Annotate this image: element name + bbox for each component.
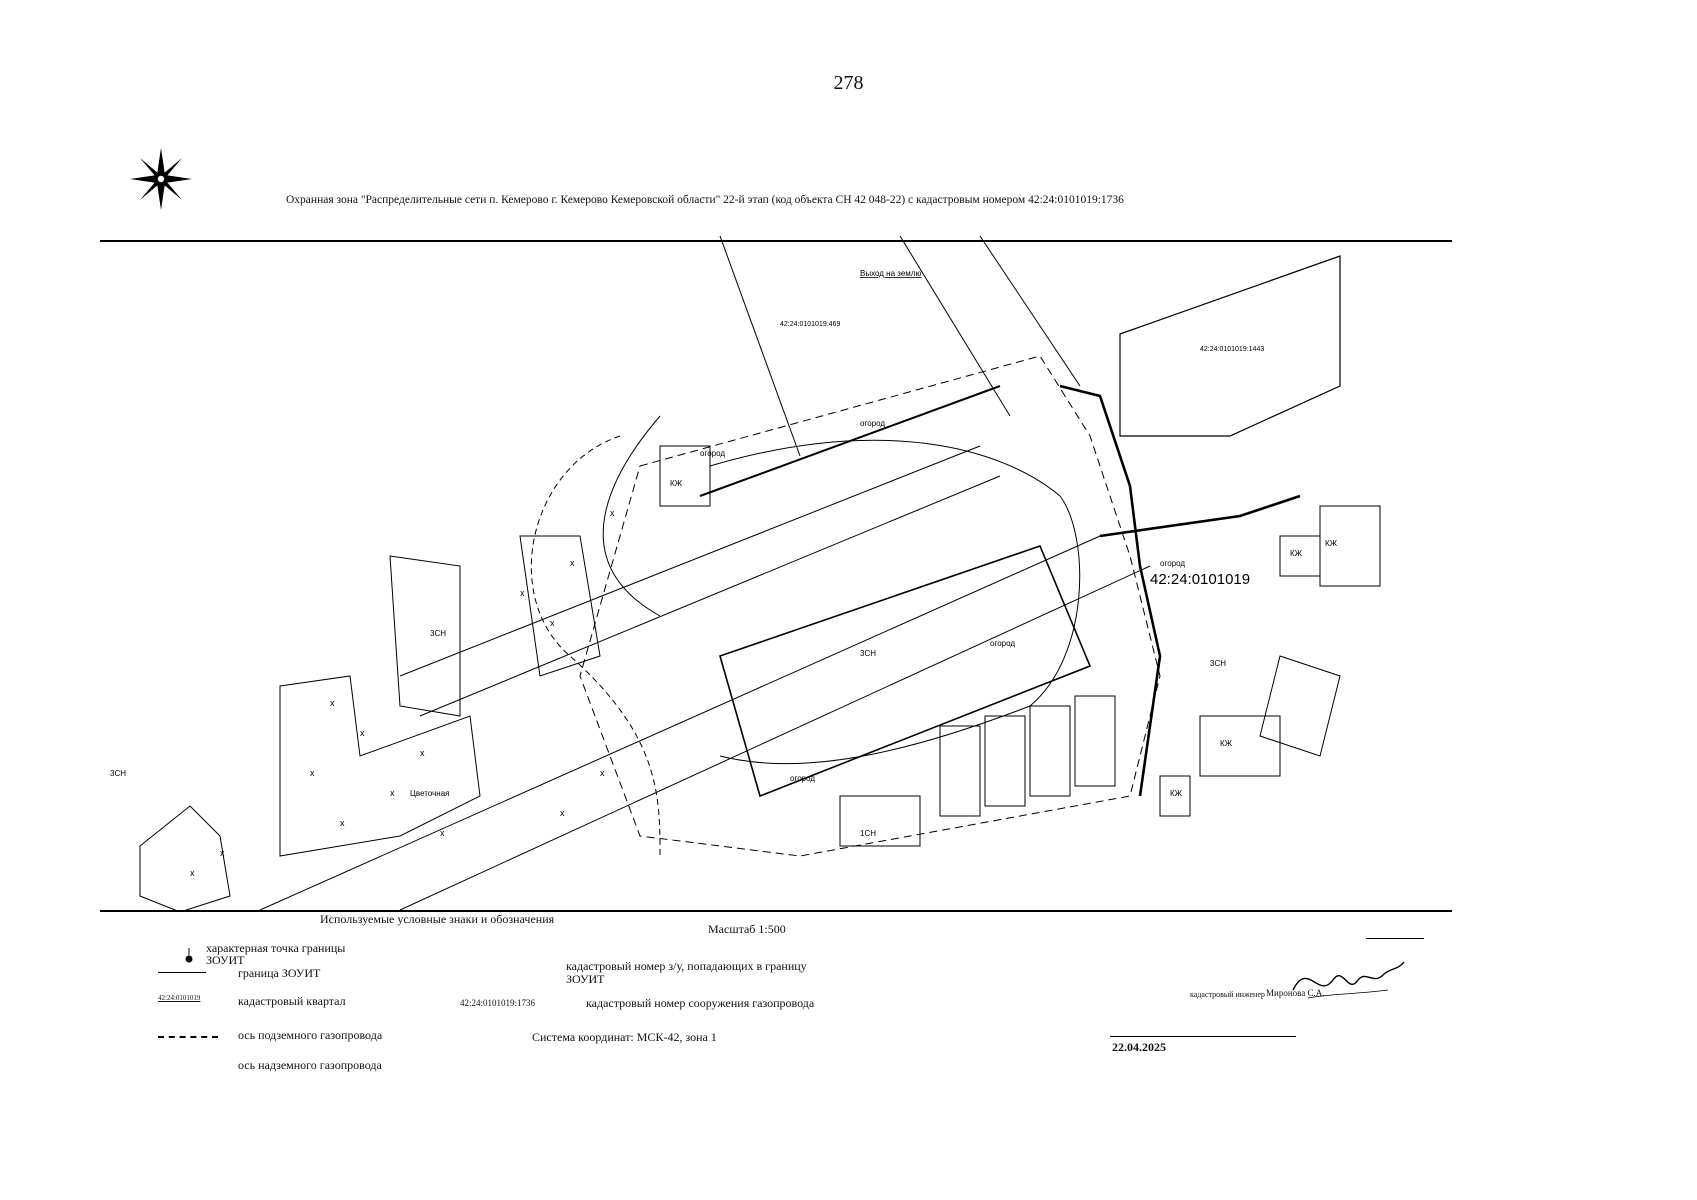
svg-text:x: x — [600, 768, 605, 778]
building-label-2: 3СН — [430, 629, 446, 638]
building-label-10: 1СН — [860, 829, 876, 838]
svg-text:x: x — [330, 698, 335, 708]
legend-parcels-text: кадастровый номер з/у, попадающих в гран… — [566, 959, 807, 986]
legend-quarter-text: кадастровый квартал — [238, 994, 346, 1008]
coordinate-system: Система координат: МСК-42, зона 1 — [532, 1030, 717, 1044]
legend-heading: Используемые условные знаки и обозначени… — [320, 912, 555, 926]
legend-underground-sample — [158, 1036, 218, 1038]
svg-text:x: x — [520, 588, 525, 598]
cadastral-map: x x x x x x x x x x x x x x x 42:24:0101019 42:24:… — [110, 236, 1381, 912]
svg-text:x: x — [310, 768, 315, 778]
building-central — [719, 544, 1092, 798]
parcel-label-469: 42:24:0101019:469 — [780, 321, 840, 328]
parcel-1443 — [1119, 255, 1341, 437]
place-label-4: огород — [990, 639, 1015, 648]
boundary-point-icon — [185, 948, 193, 963]
svg-text:x: x — [570, 558, 575, 568]
signature-name: Миронова С.А. — [1266, 988, 1325, 998]
page-number: 278 — [833, 72, 864, 94]
svg-text:x: x — [360, 728, 365, 738]
place-label-1: огород — [1160, 559, 1185, 568]
building-label-5: КЖ — [670, 479, 683, 488]
building-label-1: 3СН — [860, 649, 876, 658]
svg-text:x: x — [560, 808, 565, 818]
signature-date: 22.04.2025 — [1112, 1040, 1166, 1054]
svg-text:x: x — [610, 508, 615, 518]
svg-text:x: x — [340, 818, 345, 828]
legend-underground-text: ось подземного газопровода — [238, 1028, 383, 1042]
street-edge-south — [259, 535, 1101, 911]
signature-icon — [1292, 961, 1405, 999]
legend-structure-sample: 42:24:0101019:1736 — [460, 998, 536, 1008]
place-label-3: огород — [860, 419, 885, 428]
north-arrow-icon — [130, 148, 192, 210]
building-label-8: КЖ — [1220, 739, 1233, 748]
legend-aboveground-text: ось надземного газопровода — [238, 1058, 382, 1072]
signature-role: кадастровый инженер — [1190, 990, 1265, 999]
date-line — [1110, 1036, 1296, 1037]
street-label: Цветочная — [410, 789, 449, 798]
building-label-7: КЖ — [1290, 549, 1303, 558]
gas-pipeline — [1059, 384, 1162, 797]
map-title: Охранная зона "Распределительные сети п.… — [286, 194, 1124, 206]
building-label-9: КЖ — [1170, 789, 1183, 798]
svg-text:x: x — [550, 618, 555, 628]
scale-label: Масштаб 1:500 — [708, 922, 786, 936]
building-label-3: 3СН — [110, 769, 126, 778]
zouit-boundary — [579, 355, 1161, 857]
map-bottom-rule — [100, 910, 1452, 912]
legend-quarter-sample: 42:24:0101019 — [158, 994, 201, 1002]
parcel-label-1443: 42:24:0101019:1443 — [1200, 346, 1264, 353]
signature-top-line — [1366, 938, 1424, 939]
quarter-label: 42:24:0101019 — [1150, 571, 1250, 588]
map-top-rule — [100, 240, 1452, 242]
garden-area — [279, 675, 481, 857]
exit-label: Выход на землю — [860, 269, 921, 278]
legend-point-text: характерная точка границы ЗОУИТ — [206, 941, 346, 967]
svg-text:x: x — [440, 828, 445, 838]
svg-text:x: x — [190, 868, 195, 878]
svg-text:x: x — [390, 788, 395, 798]
svg-text:x: x — [420, 748, 425, 758]
legend-boundary-text: граница ЗОУИТ — [238, 966, 321, 980]
building-label-4: 3СН — [1210, 659, 1226, 668]
legend-structure-text: кадастровый номер сооружения газопровода — [586, 996, 815, 1010]
place-label-2: огород — [700, 449, 725, 458]
svg-text:x: x — [220, 848, 225, 858]
place-label-5: огород — [790, 774, 815, 783]
legend-boundary-sample — [158, 972, 206, 973]
building-label-6: КЖ — [1325, 539, 1338, 548]
